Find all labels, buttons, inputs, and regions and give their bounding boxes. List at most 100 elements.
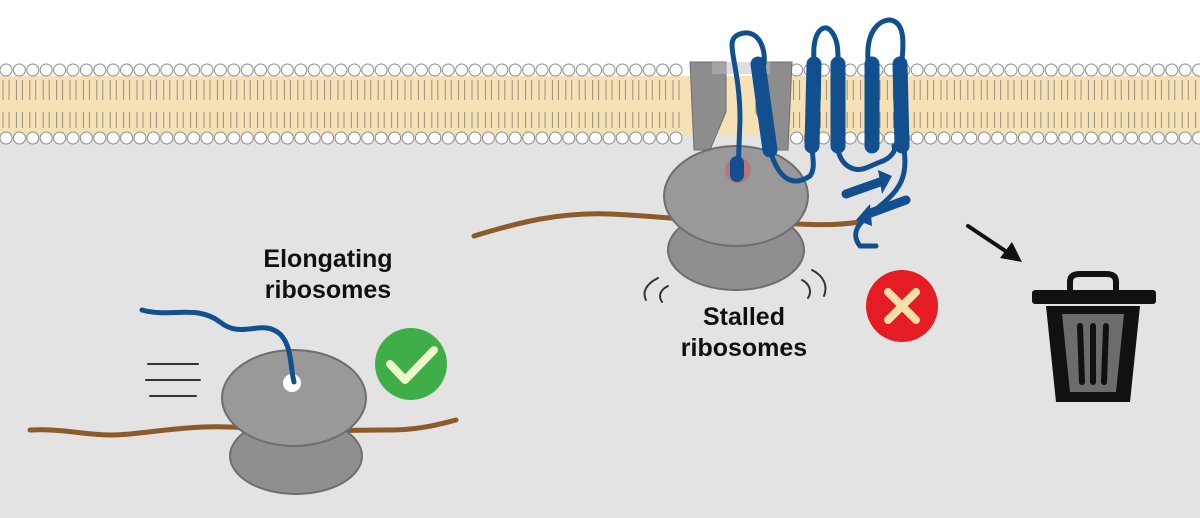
lipid-head <box>1178 63 1192 77</box>
lipid-head <box>79 131 93 145</box>
lipid-head <box>548 131 562 145</box>
elongating-large-subunit <box>221 349 367 447</box>
lipid-head <box>1098 63 1112 77</box>
lipid-head <box>93 131 107 145</box>
lipid-head <box>321 63 335 77</box>
lipid-head <box>120 131 134 145</box>
lipid-head <box>120 63 134 77</box>
lipid-head <box>388 63 402 77</box>
trash-icon <box>1032 271 1156 402</box>
lipid-head <box>1111 131 1125 145</box>
lipid-head <box>160 131 174 145</box>
tm-helices <box>750 56 910 158</box>
lipid-head <box>1058 63 1072 77</box>
lipid-head <box>53 131 67 145</box>
lipid-head <box>294 63 308 77</box>
nascent-chain-loop <box>835 143 897 172</box>
lipid-head <box>361 131 375 145</box>
lipid-head <box>66 131 80 145</box>
lipid-head <box>254 63 268 77</box>
lipid-head <box>468 63 482 77</box>
lipid-head <box>977 63 991 77</box>
lipid-head <box>924 131 938 145</box>
vibration-lines <box>643 269 827 303</box>
lipid-head <box>964 131 978 145</box>
lipid-head <box>321 131 335 145</box>
nascent-chain-loop <box>729 30 767 175</box>
lipid-head <box>950 63 964 77</box>
lipid-head <box>924 63 938 77</box>
lipid-head <box>414 131 428 145</box>
lipid-head <box>1044 63 1058 77</box>
lipid-head <box>1111 63 1125 77</box>
lipid-head <box>334 131 348 145</box>
lipid-head <box>535 131 549 145</box>
tm-helix <box>892 56 910 154</box>
lipid-head <box>133 131 147 145</box>
lipid-head <box>656 131 670 145</box>
lipid-head <box>307 63 321 77</box>
lipid-head <box>1125 131 1139 145</box>
lipid-head <box>240 131 254 145</box>
lipid-head <box>414 63 428 77</box>
lipid-head <box>455 131 469 145</box>
motion-lines <box>145 363 201 397</box>
lipid-head <box>656 63 670 77</box>
lipid-head <box>106 131 120 145</box>
lipid-head <box>267 63 281 77</box>
lipid-head <box>575 63 589 77</box>
tm-helix <box>750 56 778 158</box>
check-icon <box>375 328 447 400</box>
lipid-head <box>39 63 53 77</box>
lipid-head <box>937 131 951 145</box>
lipid-head <box>790 131 804 145</box>
lipid-head <box>1165 63 1179 77</box>
lipid-head <box>950 131 964 145</box>
lipid-head <box>1071 131 1085 145</box>
lipid-head <box>629 131 643 145</box>
lipid-head <box>428 63 442 77</box>
lipid-head <box>254 131 268 145</box>
lipid-head <box>1031 63 1045 77</box>
lipid-head <box>187 131 201 145</box>
lipid-head <box>280 131 294 145</box>
lipid-head <box>1178 131 1192 145</box>
lipid-head <box>146 63 160 77</box>
lipid-head <box>361 63 375 77</box>
x-icon <box>866 270 938 342</box>
lipid-head <box>991 63 1005 77</box>
beta-arrow-head <box>878 170 892 194</box>
lipid-head <box>1017 63 1031 77</box>
beta-arrow-head <box>856 204 872 226</box>
lipid-head <box>589 63 603 77</box>
lipid-head <box>388 131 402 145</box>
lipid-head <box>843 131 857 145</box>
lipid-head <box>589 131 603 145</box>
lipid-head <box>12 63 26 77</box>
lipid-head <box>1151 131 1165 145</box>
lipid-head <box>401 131 415 145</box>
nascent-membrane-protein <box>729 17 911 249</box>
lipid-head <box>1031 131 1045 145</box>
lipid-head <box>602 131 616 145</box>
cytosol-background <box>0 128 1200 518</box>
label-line: ribosomes <box>680 334 808 362</box>
nascent-chain-loop <box>865 17 906 63</box>
lipid-head <box>1071 63 1085 77</box>
lipid-head <box>1004 63 1018 77</box>
lipid-head <box>790 63 804 77</box>
lipid-head <box>1004 131 1018 145</box>
tm-helix <box>804 56 822 154</box>
lipid-head <box>146 131 160 145</box>
lipid-head <box>200 63 214 77</box>
lipid-head <box>106 63 120 77</box>
lipid-head <box>937 63 951 77</box>
lipid-head <box>1138 63 1152 77</box>
lipid-head <box>79 63 93 77</box>
lipid-head <box>455 63 469 77</box>
lipid-head <box>1084 131 1098 145</box>
lipid-head <box>53 63 67 77</box>
lipid-head <box>1058 131 1072 145</box>
lipid-head <box>602 63 616 77</box>
lipid-head <box>964 63 978 77</box>
